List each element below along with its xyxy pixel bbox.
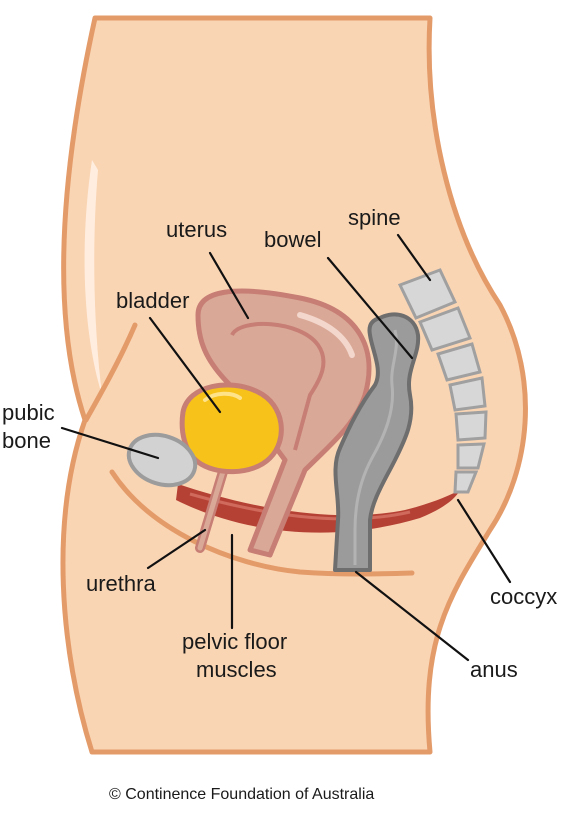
uterus-leader <box>208 251 250 320</box>
pelvic-floor-muscles <box>176 484 460 533</box>
label-pubic-bone-line1: pubic <box>2 400 55 425</box>
bladder-shine <box>203 391 242 402</box>
pubic-bone-leader <box>60 426 160 460</box>
vertebra <box>454 410 488 442</box>
label-bowel: bowel <box>264 227 321 252</box>
belly-crease <box>83 322 138 423</box>
label-uterus: uterus <box>166 217 227 242</box>
anus-leader <box>354 570 470 662</box>
label-anus: anus <box>470 657 518 682</box>
label-urethra: urethra <box>86 571 156 596</box>
label-spine: spine <box>348 205 401 230</box>
urethra-leader <box>146 528 207 570</box>
copyright-credit: © Continence Foundation of Australia <box>109 786 374 803</box>
bladder-leader <box>148 316 222 414</box>
label-coccyx: coccyx <box>490 584 557 609</box>
belly-highlight <box>84 160 102 395</box>
coccyx-leader <box>456 498 512 584</box>
uterine-cavity <box>230 321 326 451</box>
vertebra <box>453 470 479 494</box>
vertebra <box>436 342 482 382</box>
vertebra <box>448 376 487 412</box>
bowel-leader <box>326 256 414 360</box>
perineum-line <box>109 469 415 577</box>
uterus-highlight <box>297 312 355 358</box>
vertebra <box>456 442 486 470</box>
label-pelvic-floor-line2: muscles <box>196 657 277 682</box>
bowel-inner-wall <box>353 329 398 565</box>
label-pubic-bone-line2: bone <box>2 428 51 453</box>
label-pelvic-floor-line1: pelvic floor <box>182 629 287 654</box>
bladder <box>179 382 284 475</box>
vertebra <box>417 306 472 352</box>
label-bladder: bladder <box>116 288 189 313</box>
spine-leader <box>396 233 432 282</box>
